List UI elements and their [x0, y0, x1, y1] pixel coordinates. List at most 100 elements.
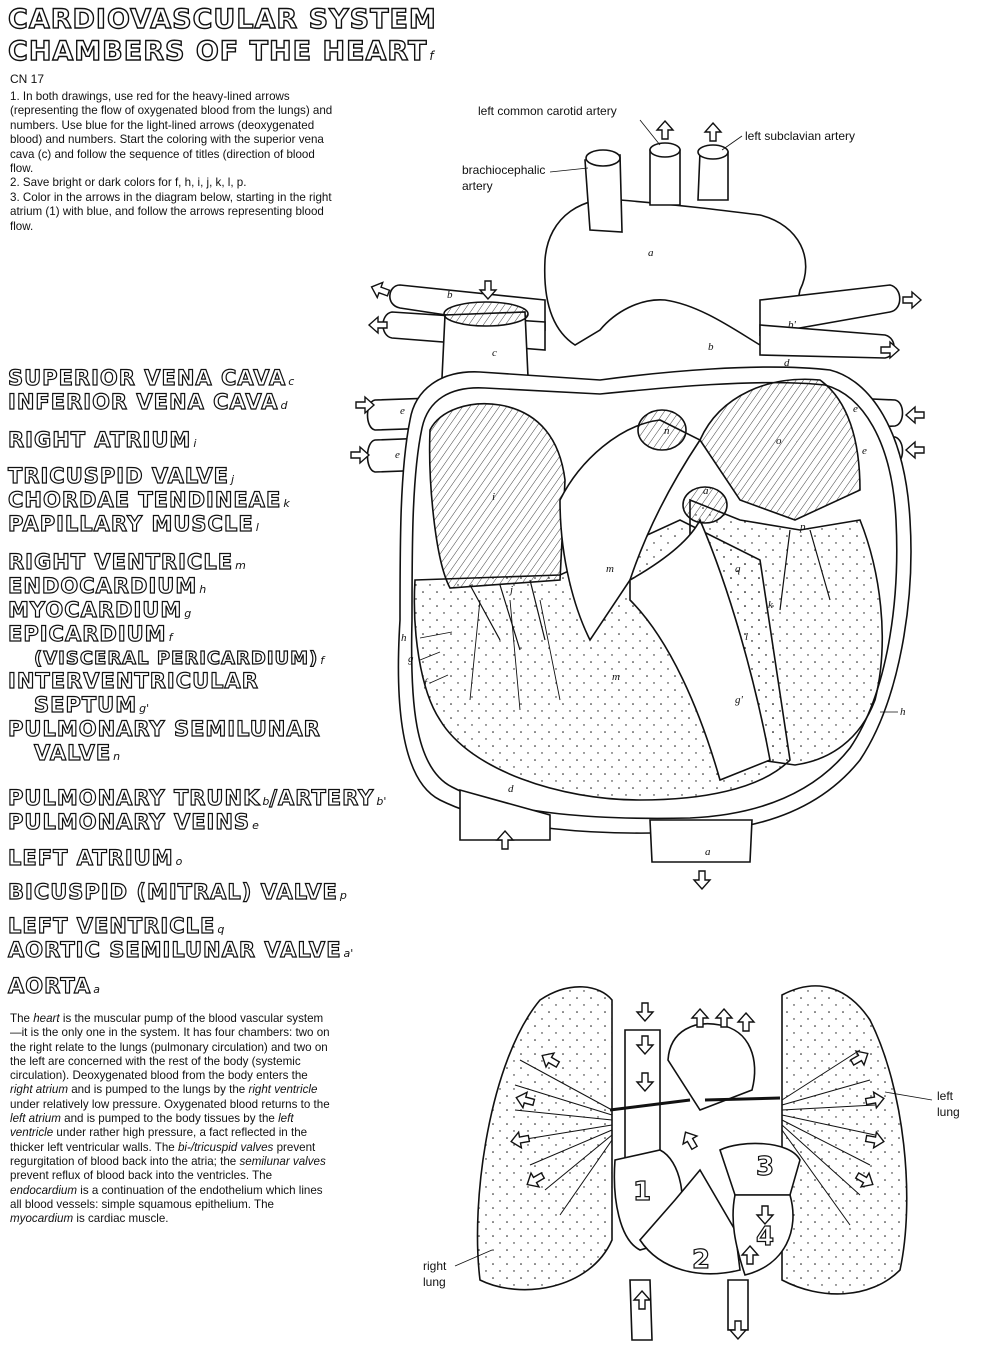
prose-text: prevent reflux of blood back into the ve… [10, 1169, 273, 1183]
left-atrium [699, 378, 861, 521]
legend-name: RIGHT VENTRICLE [7, 550, 234, 574]
aortic-semilunar-valve [682, 486, 728, 524]
arrow-carotid [656, 120, 674, 140]
legend-name: CHORDAE TENDINEAE [7, 488, 282, 512]
legend-name: PULMONARY VEINS [7, 810, 251, 834]
arrow-pv-right-2 [905, 441, 925, 459]
arrow-pa-right-1 [902, 291, 922, 309]
legend-code: n [113, 750, 121, 763]
legend-code: f [168, 631, 173, 644]
legend-code: j [231, 473, 235, 486]
prose-text: under rather high pressure, a fact refle… [10, 1126, 308, 1154]
letter-j: j [508, 584, 513, 596]
bicuspid-valve [779, 529, 831, 611]
legend-code: a' [343, 947, 354, 960]
arrow-subclavian [704, 122, 722, 142]
label-left-common-carotid: left common carotid artery [478, 104, 617, 118]
circulation-labels: left lung right lung [423, 1089, 960, 1289]
arrow-pv-right-1 [905, 406, 925, 424]
circ-ivc [629, 1279, 653, 1341]
plate-code: CN 17 [10, 72, 45, 86]
label-left-lung-2: lung [937, 1105, 960, 1119]
heart-labels: left common carotid artery left subclavi… [462, 104, 855, 193]
chordae-tendineae-right [469, 599, 561, 711]
letter-k: k [768, 599, 774, 611]
prose-term: semilunar valves [239, 1154, 326, 1168]
leader-subclavian [721, 135, 743, 151]
legend-name: VALVE [33, 741, 112, 765]
letter-d-upper: d [784, 357, 790, 369]
letter-g-prime: g' [735, 694, 744, 706]
legend-name: TRICUSPID VALVE [7, 464, 230, 488]
arrow-circ-aorta-3 [737, 1012, 755, 1032]
letter-leaders [419, 631, 898, 713]
left-lung [781, 985, 908, 1295]
pulmonary-semilunar-valve [637, 409, 687, 451]
letter-l: l [745, 631, 748, 643]
letter-e-right-2: e [862, 445, 867, 457]
arrow-circ-svc-1 [636, 1002, 654, 1022]
letter-b-prime: b' [788, 319, 797, 331]
legend-name: (VISCERAL PERICARDIUM) [33, 647, 319, 669]
letter-e-left-1: e [400, 405, 405, 417]
legend-name: AORTA [7, 974, 92, 998]
letter-c: c [492, 347, 497, 359]
circ-aorta [667, 1023, 756, 1111]
prose-text: and is pumped to the body tissues by the [60, 1112, 279, 1126]
legend-code: g [184, 607, 192, 620]
label-left-lung-1: left [937, 1089, 954, 1103]
letter-i: i [492, 491, 495, 503]
letter-d-lower: d [508, 783, 514, 795]
legend-name: MYOCARDIUM [7, 598, 183, 622]
letter-n: n [664, 425, 670, 437]
arrow-pa-left-1 [368, 278, 392, 302]
letter-h-right: h [900, 706, 906, 718]
legend-name: RIGHT ATRIUM [7, 428, 192, 452]
legend-code: a [93, 983, 101, 996]
circ-right-ventricle [638, 1168, 741, 1275]
pulmonary-trunk-left [759, 284, 901, 336]
svc-opening [443, 301, 529, 327]
prose-text: under relatively low pressure. Oxygenate… [10, 1097, 330, 1111]
prose-term: right ventricle [248, 1083, 318, 1097]
legend-code: q [217, 923, 225, 936]
legend-code: k [283, 497, 290, 510]
letter-f-left: f [424, 677, 429, 689]
flow-number-2: 2 [692, 1245, 710, 1275]
prose-text: prevent regurgitation of blood back into… [10, 1140, 316, 1168]
heart-section [366, 142, 912, 863]
plate-title-line1: CARDIOVASCULAR SYSTEM [7, 4, 437, 35]
prose-term: myocardium [10, 1212, 74, 1226]
prose-term: endocardium [10, 1183, 78, 1197]
title-line1-text: CARDIOVASCULAR SYSTEM [7, 4, 437, 35]
leader-left-lung [884, 1091, 933, 1101]
prose-term: heart [33, 1012, 60, 1025]
flow-number-1: 1 [633, 1177, 651, 1207]
letter-g-left: g [408, 653, 414, 665]
prose-term: left atrium [10, 1112, 61, 1126]
prose-text: is the muscular pump of the blood vascul… [10, 1012, 330, 1083]
legend-name: BICUSPID (MITRAL) VALVE [7, 880, 338, 904]
heart-letters: a b b b' c d d e e e e i j m m n o q a' … [395, 247, 906, 858]
legend-name: SEPTUM [33, 693, 138, 717]
flow-number-3: 3 [756, 1152, 774, 1182]
interventricular-septum [629, 518, 771, 782]
